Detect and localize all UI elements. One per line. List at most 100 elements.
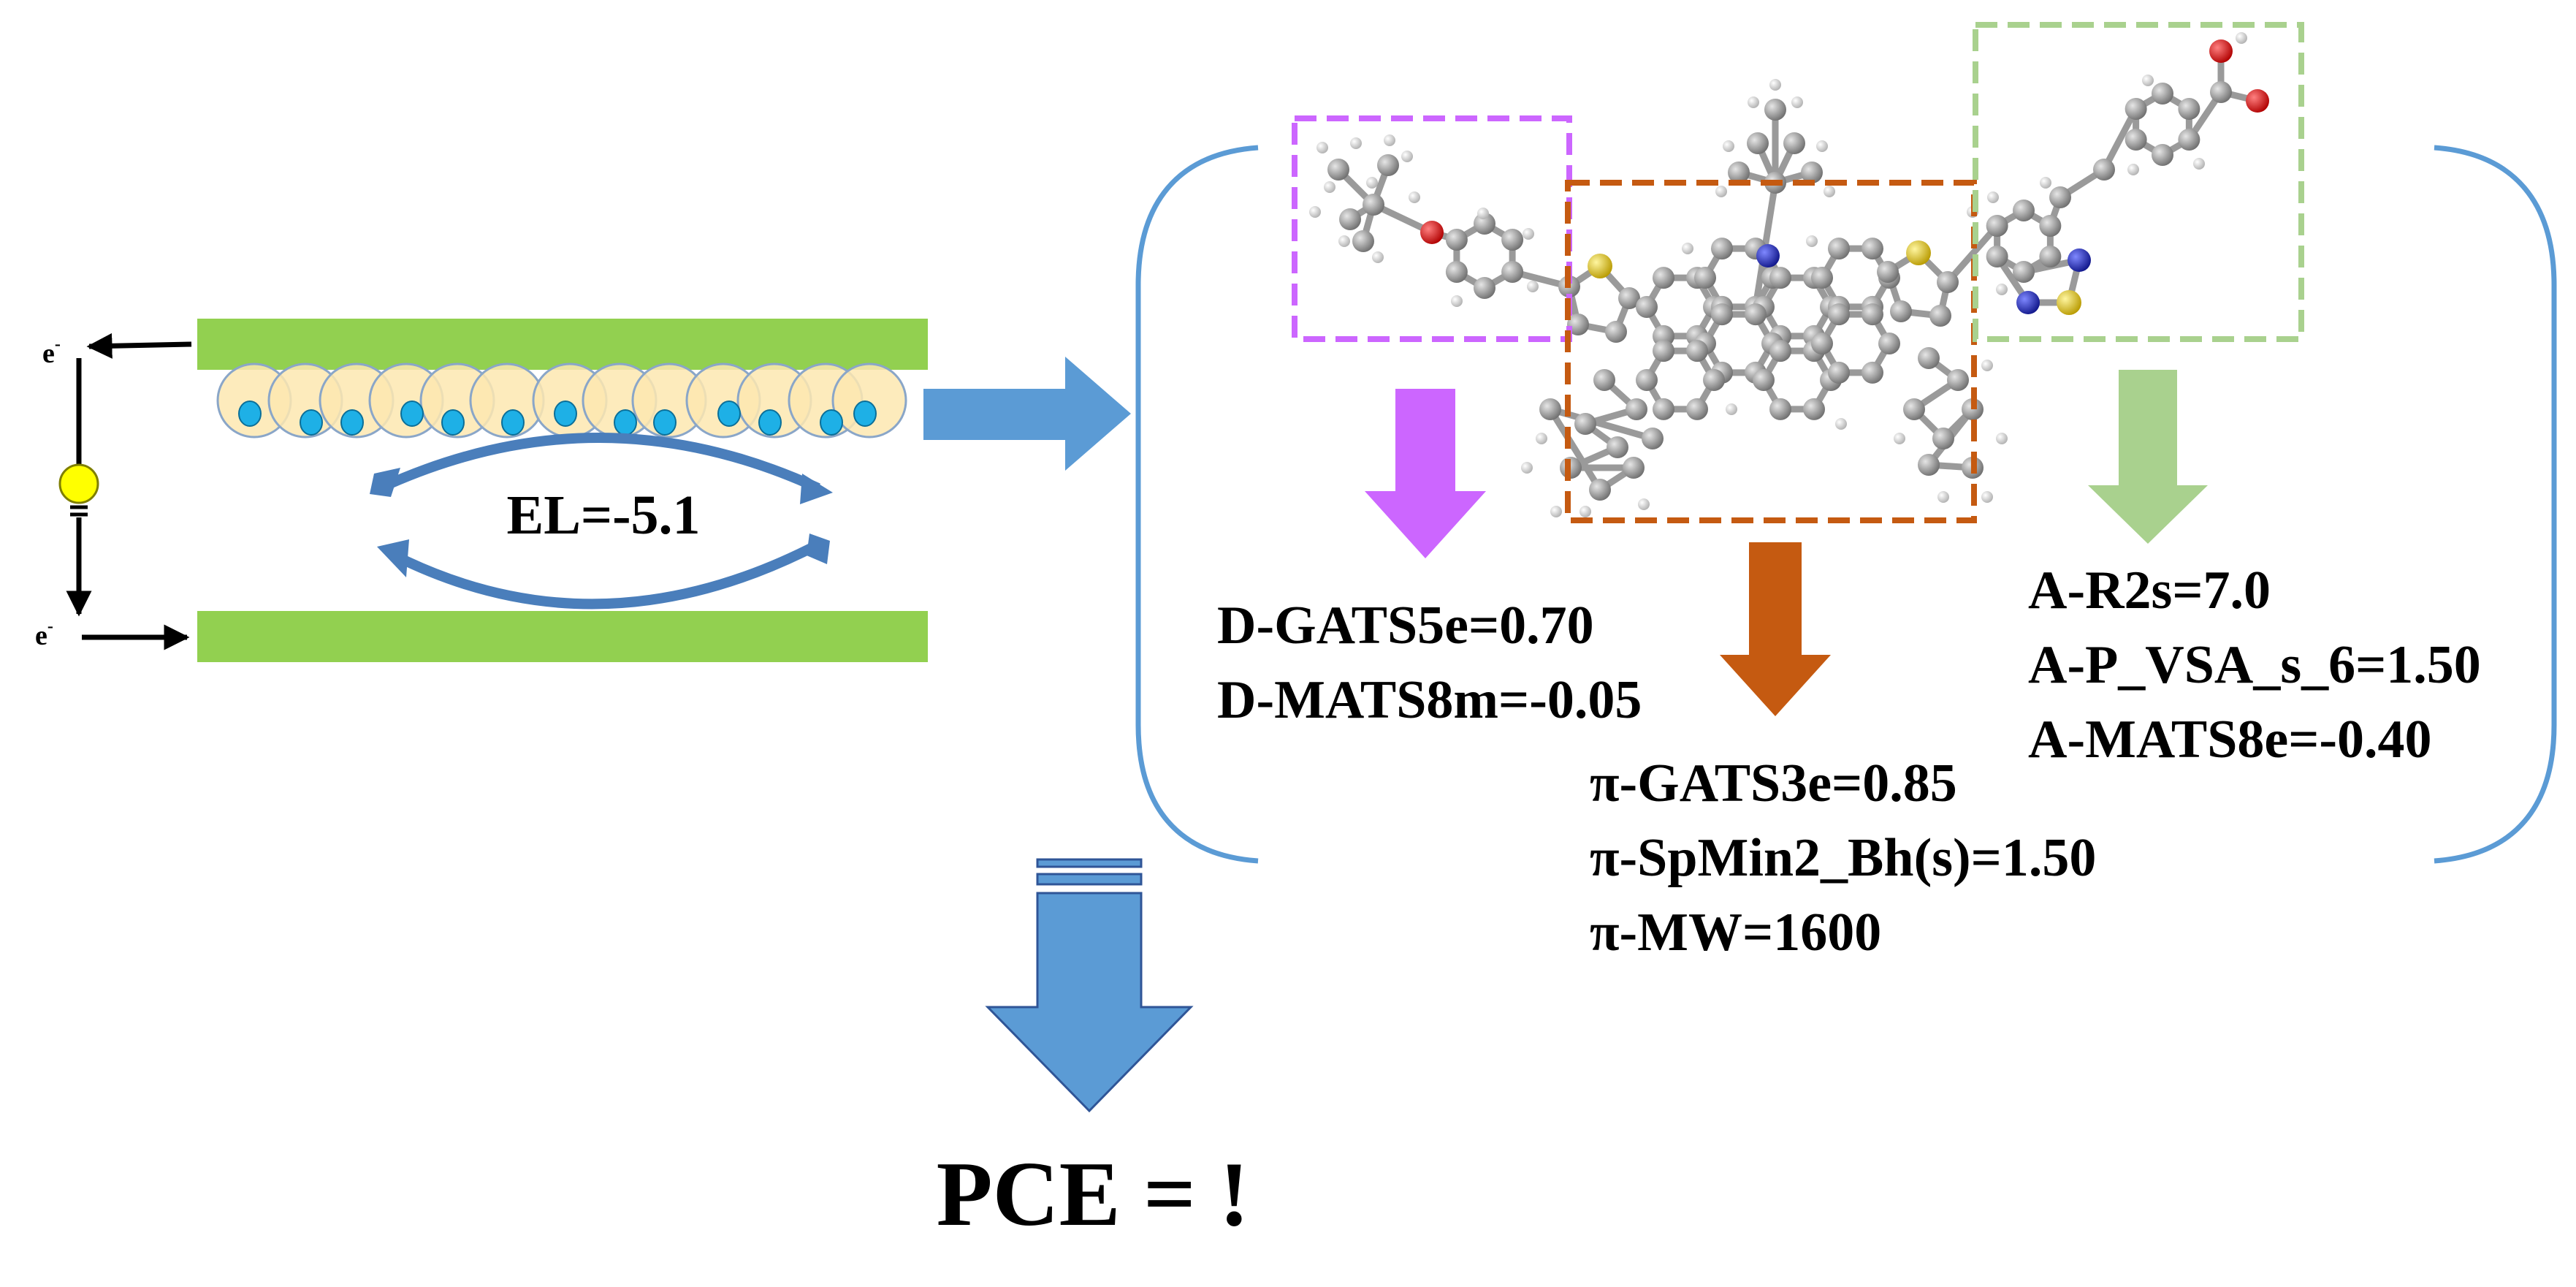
molecule-bond: [2100, 105, 2140, 173]
hydrogen-atom: [1682, 243, 1693, 254]
hydrogen-atom: [1937, 491, 1949, 503]
hydrogen-atom: [1350, 137, 1362, 149]
carbon-atom: [1861, 303, 1883, 326]
carbon-atom: [2125, 129, 2147, 151]
top-electrode: [197, 319, 928, 370]
carbon-atom: [1801, 162, 1823, 183]
electron-dot: [300, 409, 323, 436]
nitrogen-atom: [2068, 248, 2091, 272]
hydrogen-atom: [1401, 151, 1413, 162]
energy-level-label: EL=-5.1: [507, 485, 701, 546]
carbon-atom: [1686, 340, 1708, 362]
light-bulb-icon: [58, 463, 99, 504]
sulfur-atom: [2057, 290, 2081, 315]
carbon-atom: [1728, 162, 1750, 183]
oxygen-atom: [2209, 39, 2233, 63]
carbon-atom: [1769, 398, 1791, 420]
pce-label: PCE = !: [937, 1144, 1250, 1245]
sulfur-atom: [1906, 240, 1931, 265]
electron-dot: [853, 400, 877, 427]
down-arrow-body: [985, 892, 1194, 1113]
donor-arrow: [1365, 389, 1486, 558]
carbon-atom: [2049, 186, 2071, 208]
carbon-atom: [2152, 83, 2173, 105]
electron-dot: [340, 409, 364, 436]
carbon-atom: [1947, 369, 1969, 391]
carbon-atom: [1929, 305, 1951, 327]
carbon-atom: [2152, 144, 2173, 166]
carbon-atom: [1903, 398, 1925, 420]
carbon-atom: [1803, 398, 1825, 420]
down-arrow-pce: [985, 858, 1194, 1113]
dye-particle-layer: [216, 362, 907, 439]
hydrogen-atom: [1550, 506, 1562, 517]
hydrogen-atom: [1726, 403, 1737, 415]
electron-dot: [614, 409, 637, 436]
carbon-atom: [1861, 361, 1883, 384]
carbon-atom: [1567, 314, 1589, 335]
carbon-atom: [1861, 238, 1883, 260]
carbon-atom: [1626, 398, 1647, 420]
oxygen-atom: [2246, 89, 2269, 113]
circulation-arrowhead-top: [800, 474, 833, 504]
carbon-atom: [1539, 398, 1561, 420]
acceptor-descriptor-1: A-R2s=7.0: [2028, 561, 2271, 620]
hydrogen-atom: [1477, 208, 1489, 219]
carbon-atom: [1753, 369, 1775, 391]
hydrogen-atom: [2142, 75, 2154, 86]
carbon-atom: [1811, 267, 1833, 289]
carbon-atom: [1783, 132, 1805, 154]
acceptor-descriptor-2: A-P_VSA_s_6=1.50: [2028, 635, 2481, 695]
carbon-atom: [2178, 98, 2200, 120]
donor-descriptor-1: D-GATS5e=0.70: [1217, 596, 1594, 656]
left-bracket: [1135, 145, 1259, 864]
down-arrow-stripe-1: [1036, 858, 1143, 868]
carbon-atom: [1623, 457, 1645, 479]
carbon-atom: [2093, 159, 2115, 181]
carbon-atom: [1636, 296, 1658, 318]
hydrogen-atom: [1981, 360, 1993, 371]
carbon-atom: [1653, 267, 1674, 289]
nitrogen-atom: [1756, 244, 1780, 267]
carbon-atom: [1327, 159, 1349, 181]
carbon-atom: [1877, 261, 1899, 283]
electron-dot: [653, 409, 677, 436]
electron-label-top: e-: [42, 335, 61, 369]
pi-descriptor-2: π-SpMin2_Bh(s)=1.50: [1590, 828, 2096, 888]
circuit-top-lead: [86, 333, 192, 359]
carbon-atom: [1445, 229, 1468, 251]
carbon-atom: [1589, 479, 1611, 501]
carbon-atom: [1745, 303, 1767, 326]
hydrogen-atom: [1981, 491, 1993, 503]
carbon-atom: [1605, 321, 1627, 343]
acceptor-descriptors: A-R2s=7.0 A-P_VSA_s_6=1.50 A-MATS8e=-0.4…: [2028, 561, 2481, 770]
electron-dot: [820, 409, 843, 436]
acceptor-arrow: [2088, 370, 2208, 544]
carbon-atom: [1339, 208, 1361, 230]
carbon-atom: [1986, 215, 2008, 237]
carbon-atom: [1686, 398, 1708, 420]
carbon-atom: [1593, 369, 1615, 391]
hydrogen-atom: [2193, 158, 2205, 170]
circulation-arrowtail-top: [370, 468, 400, 497]
electron-dot: [400, 400, 424, 427]
electron-dot: [717, 400, 741, 427]
carbon-atom: [1474, 277, 1495, 299]
carbon-atom: [1653, 398, 1674, 420]
hydrogen-atom: [1715, 186, 1727, 197]
carbon-atom: [1445, 261, 1468, 283]
carbon-atom: [1828, 238, 1850, 260]
hydrogen-atom: [1791, 96, 1803, 108]
carbon-atom: [2178, 129, 2200, 151]
right-arrow: [923, 357, 1131, 471]
carbon-atom: [1932, 428, 1954, 449]
hydrogen-atom: [1996, 284, 2008, 295]
device-schematic: EL=-5.1 e- e-: [35, 319, 928, 662]
hydrogen-atom: [1309, 206, 1321, 218]
hydrogen-atom: [1894, 433, 1905, 444]
pi-bridge-segment-box: [1565, 180, 1977, 523]
hydrogen-atom: [1723, 140, 1734, 152]
carbon-atom: [1574, 413, 1596, 435]
